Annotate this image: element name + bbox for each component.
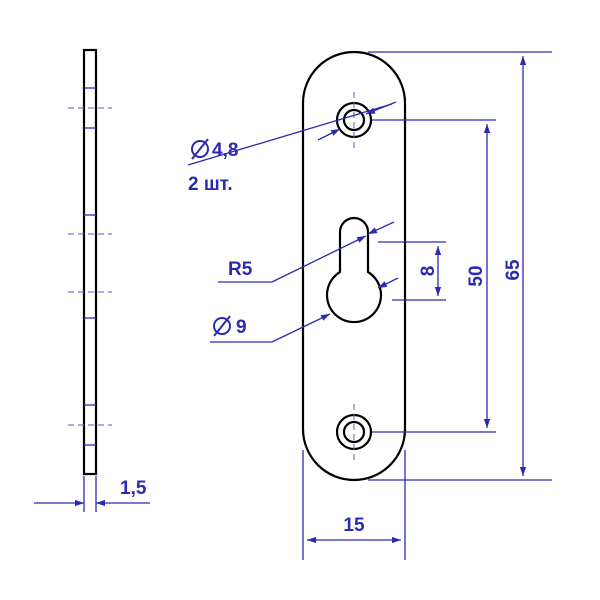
diameter-icon [191, 138, 209, 160]
width-dimension: 15 [302, 450, 406, 560]
bottom-hole-inner [342, 420, 366, 444]
length-dimension: 65 [368, 51, 552, 481]
radius-leader-arrow-2 [367, 221, 395, 235]
slot-dimension: 8 [378, 241, 446, 301]
top-hole-inner [342, 108, 366, 132]
length-label: 65 [503, 259, 524, 281]
hole-leader-arrow [317, 128, 341, 141]
keyhole-slot [325, 216, 383, 324]
diameter-icon [213, 315, 231, 337]
side-view [68, 48, 112, 476]
big-diameter-arrow-2 [377, 277, 399, 289]
big-diameter-leader: 9 [210, 277, 399, 343]
big-diameter-arrow [271, 313, 331, 343]
thickness-label: 1,5 [120, 478, 147, 499]
thickness-dimension: 1,5 [34, 476, 150, 512]
radius-leader-arrow [271, 235, 367, 283]
side-view-outline [82, 48, 98, 476]
hole-diameter-label: 4,8 [212, 140, 238, 161]
front-view [301, 50, 407, 482]
spacing-label: 50 [466, 265, 487, 286]
hole-spacing-dimension: 50 [372, 119, 496, 433]
hole-leader-arrow-2 [365, 101, 397, 115]
big-diameter-label: 9 [236, 317, 247, 338]
radius-leader: R5 [218, 221, 395, 283]
slot-label: 8 [418, 266, 439, 277]
width-label: 15 [343, 515, 365, 536]
hole-diameter-leader: 4,8 2 шт. [187, 101, 397, 195]
hole-leader-line [187, 103, 393, 166]
radius-label: R5 [228, 259, 253, 280]
hole-count-label: 2 шт. [188, 174, 233, 195]
